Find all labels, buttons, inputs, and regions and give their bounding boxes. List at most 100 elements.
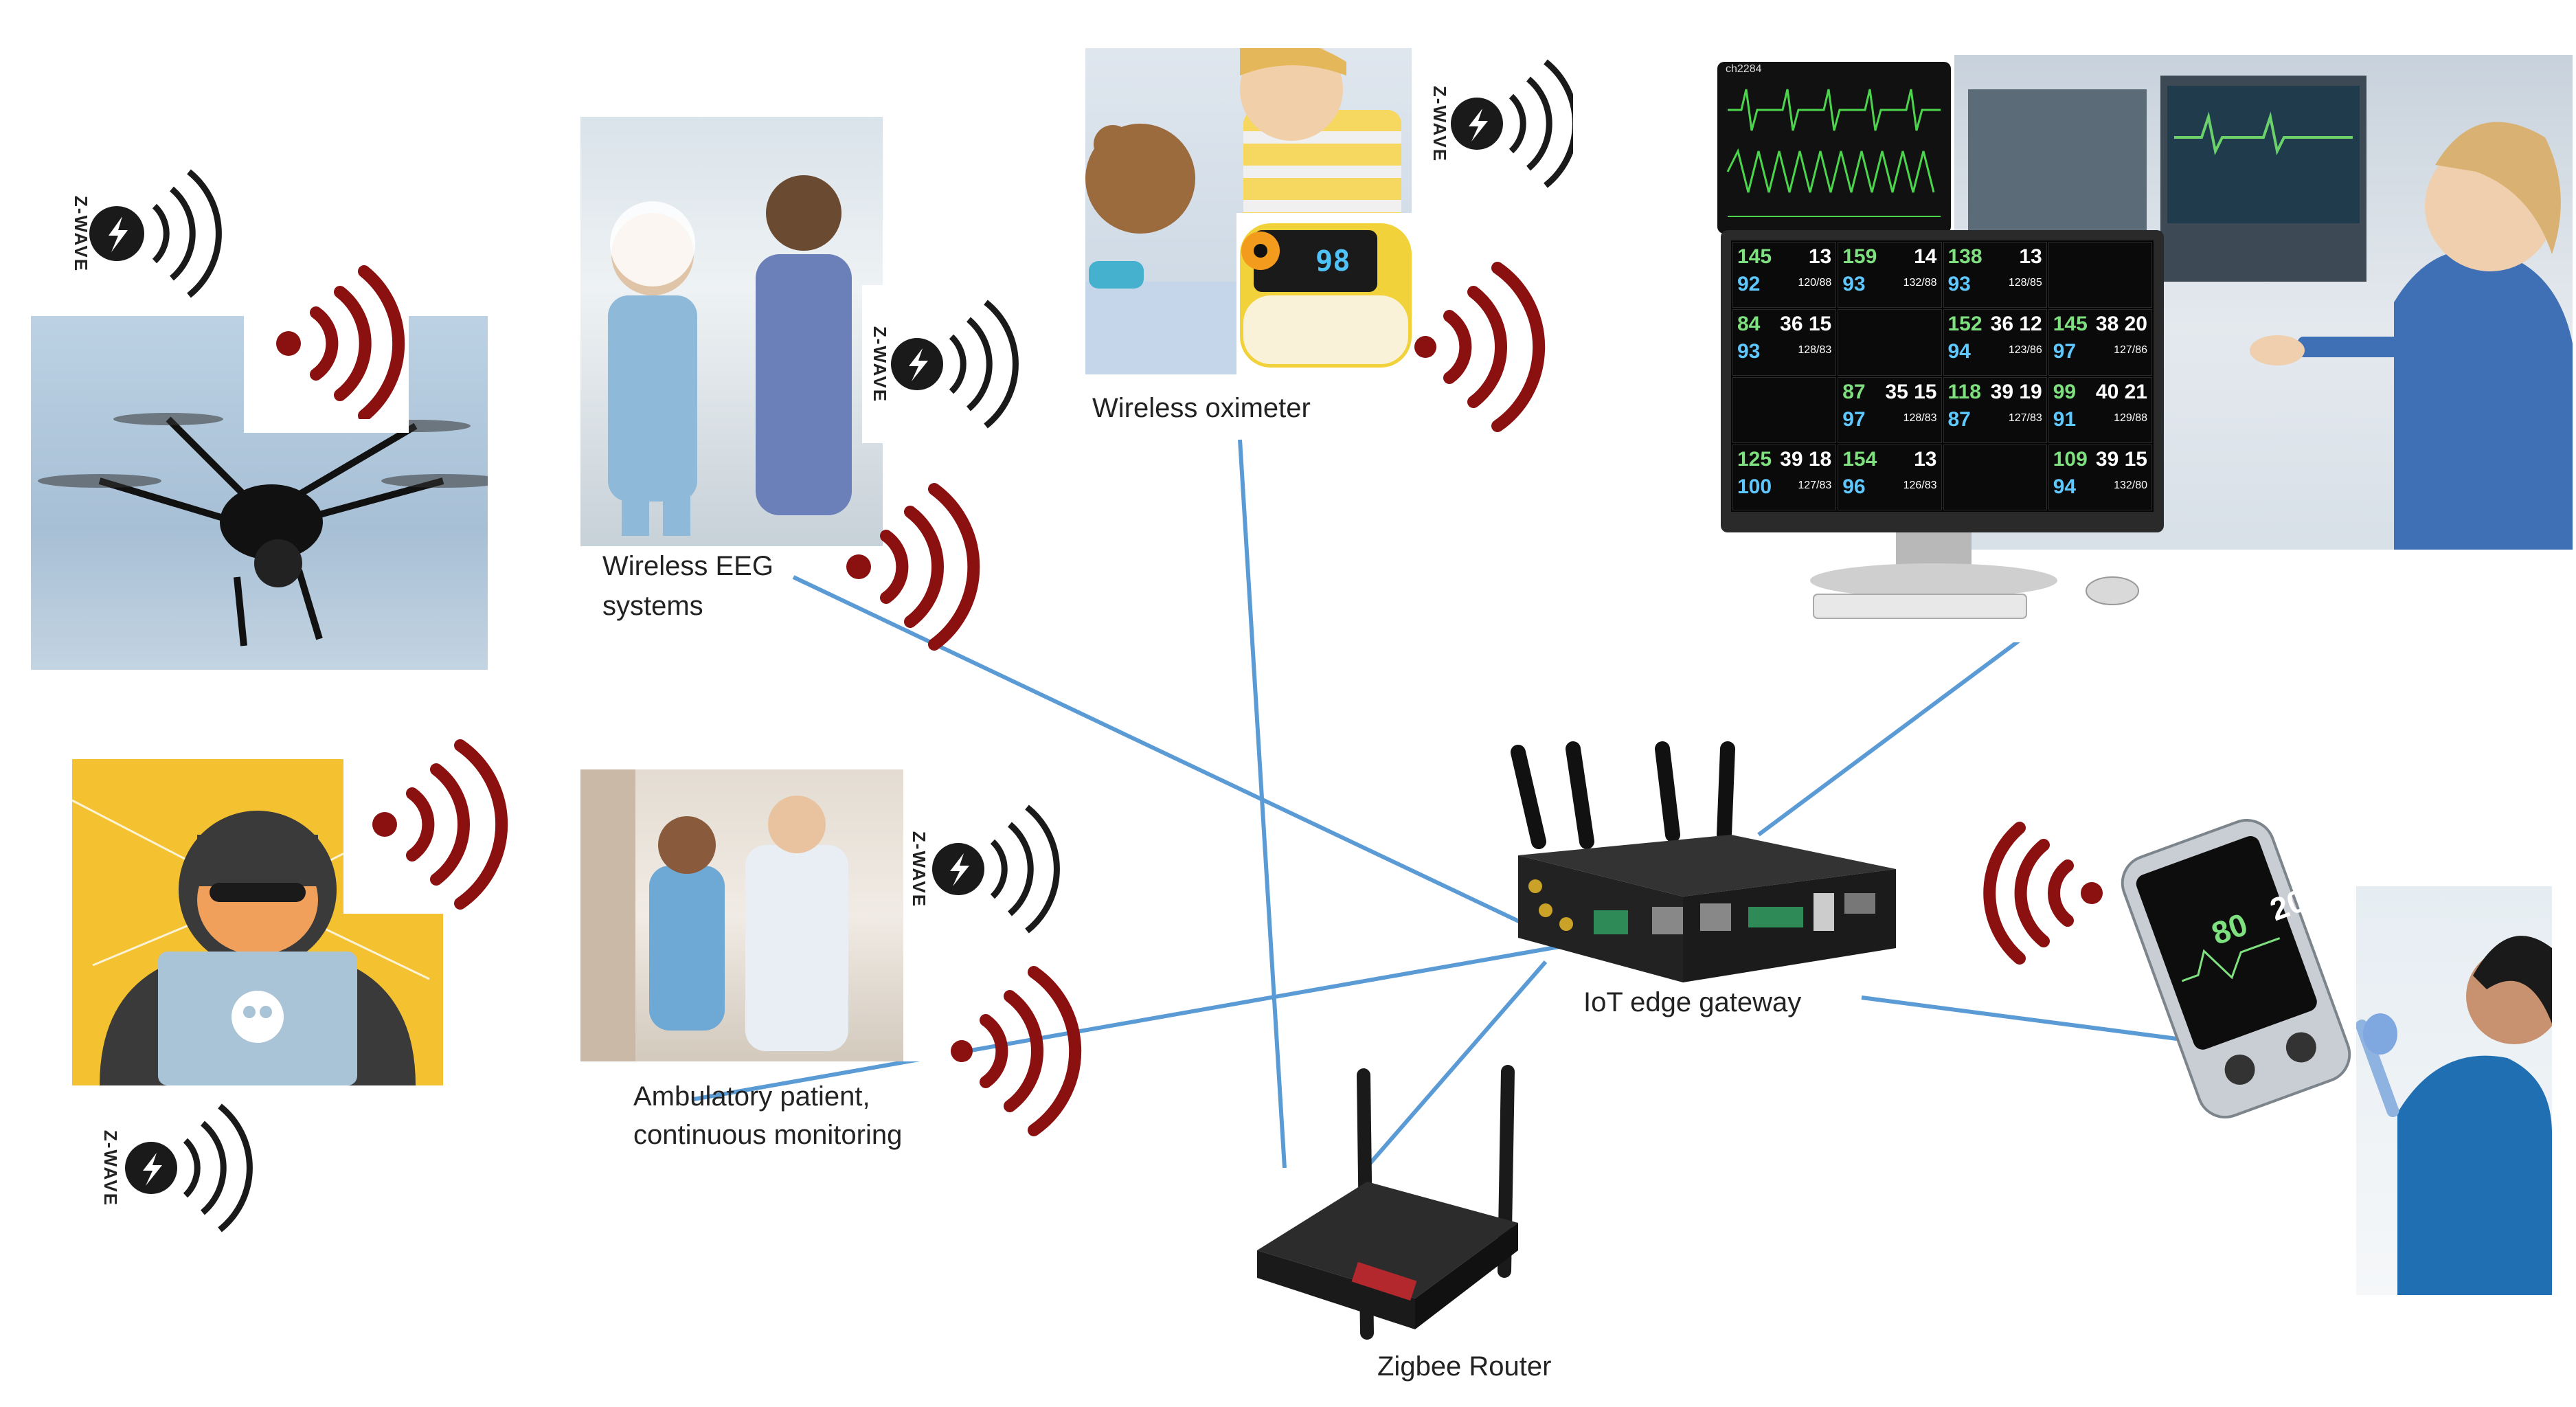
monitor-rr: 39 19 bbox=[1990, 380, 2042, 403]
monitor-grid: 145 13 92 120/88 159 14 93 132/88 138 13 93 128/85 8… bbox=[1732, 242, 2152, 510]
monitor-cell: 87 35 15 97 128/83 bbox=[1838, 376, 1942, 443]
zwave-badge-drone: Z-WAVE bbox=[69, 155, 227, 313]
zwave-text: Z-WAVE bbox=[1430, 85, 1451, 163]
monitor-cell-empty bbox=[1838, 309, 1942, 376]
monitor-cell-empty bbox=[2048, 242, 2152, 308]
link-eeg-gateway bbox=[792, 575, 1533, 930]
monitor-hr: 125 bbox=[1737, 447, 1772, 471]
wireless-icon-oximeter bbox=[1414, 262, 1546, 432]
zwave-badge-eeg: Z-WAVE bbox=[862, 285, 1027, 443]
zwave-badge-ambulatory: Z-WAVE bbox=[900, 790, 1068, 955]
gateway-label: IoT edge gateway bbox=[1583, 987, 1802, 1017]
eeg-label-line2: systems bbox=[602, 591, 703, 621]
wireless-icon-hacker bbox=[372, 739, 508, 910]
monitor-sp: 91 bbox=[2053, 407, 2077, 431]
oximeter-label: Wireless oximeter bbox=[1092, 393, 1311, 423]
monitor-cell: 118 39 19 87 127/83 bbox=[1943, 376, 2047, 443]
wireless-icon-drone bbox=[276, 265, 405, 419]
monitor-rr: 36 12 bbox=[1990, 313, 2042, 336]
monitor-bp: 127/86 bbox=[2114, 344, 2147, 357]
zwave-badge-hacker: Z-WAVE bbox=[93, 1092, 258, 1250]
iot-edge-gateway-device bbox=[1504, 739, 1910, 986]
monitor-bp: 132/88 bbox=[1903, 277, 1937, 289]
monitor-rr: 13 bbox=[1808, 245, 1832, 268]
zwave-text: Z-WAVE bbox=[909, 831, 930, 908]
monitor-sp: 93 bbox=[1737, 340, 1761, 363]
monitor-sp: 100 bbox=[1737, 475, 1772, 498]
link-ambulatory-gateway bbox=[693, 945, 1560, 1101]
monitor-sp: 97 bbox=[1842, 407, 1866, 431]
wave-bg-ambulatory bbox=[903, 769, 965, 1061]
monitor-rr: 36 15 bbox=[1780, 313, 1832, 336]
monitor-rr: 38 20 bbox=[2095, 313, 2147, 336]
monitor-bp: 120/88 bbox=[1798, 277, 1832, 289]
monitor-hr: 138 bbox=[1947, 245, 1982, 268]
monitor-bp: 127/83 bbox=[1798, 479, 1832, 491]
zigbee-router-device bbox=[1250, 1065, 1532, 1347]
monitor-bp: 128/85 bbox=[2008, 277, 2042, 289]
router-label: Zigbee Router bbox=[1377, 1351, 1552, 1382]
monitor-hr: 118 bbox=[1947, 380, 1981, 403]
monitor-tablet: ch2284 bbox=[1717, 62, 1951, 234]
zwave-text: Z-WAVE bbox=[870, 326, 891, 403]
monitor-rr: 13 bbox=[1914, 447, 1937, 471]
link-router-gateway bbox=[1358, 960, 1548, 1176]
eeg-label-line1: Wireless EEG bbox=[602, 551, 773, 581]
monitor-rr: 39 15 bbox=[2095, 447, 2147, 471]
monitor-bp: 127/83 bbox=[2008, 412, 2042, 424]
oximeter-reading: 98 bbox=[1315, 244, 1351, 278]
monitor-hr: 99 bbox=[2053, 380, 2077, 403]
monitor-hr: 152 bbox=[1947, 313, 1982, 336]
wireless-icon-eeg bbox=[846, 483, 980, 651]
monitor-sp: 97 bbox=[2053, 340, 2077, 363]
monitor-bp: 129/88 bbox=[2114, 412, 2147, 424]
zwave-text: Z-WAVE bbox=[71, 195, 92, 273]
monitor-hr: 84 bbox=[1737, 313, 1761, 336]
monitor-hr: 159 bbox=[1842, 245, 1877, 268]
monitor-sp: 92 bbox=[1737, 273, 1761, 295]
eeg-photo bbox=[580, 117, 883, 546]
monitor-rr: 13 bbox=[2019, 245, 2042, 268]
zwave-badge-oximeter: Z-WAVE bbox=[1415, 48, 1573, 213]
ambulatory-label-line1: Ambulatory patient, bbox=[633, 1081, 870, 1112]
monitor-bp: 128/83 bbox=[1903, 412, 1937, 424]
monitor-rr: 14 bbox=[1914, 245, 1937, 268]
monitor-hr: 145 bbox=[2053, 313, 2088, 336]
monitor-rr: 35 15 bbox=[1885, 380, 1937, 403]
wireless-icon-ambulatory bbox=[951, 966, 1082, 1136]
monitor-sp: 87 bbox=[1947, 407, 1971, 431]
central-monitor: 145 13 92 120/88 159 14 93 132/88 138 13 93 128/85 8… bbox=[1717, 230, 2171, 622]
monitor-bp: 132/80 bbox=[2114, 479, 2147, 491]
monitoring-station-photo: ch2284 145 13 92 120/88 159 14 93 132/88 138 13 93… bbox=[1717, 52, 2576, 642]
zwave-text: Z-WAVE bbox=[100, 1129, 122, 1207]
ambulatory-photo bbox=[580, 769, 965, 1061]
ambulatory-label-line2: continuous monitoring bbox=[633, 1120, 903, 1150]
monitor-rr: 40 21 bbox=[2095, 380, 2147, 403]
monitor-cell: 154 13 96 126/83 bbox=[1838, 444, 1942, 510]
monitor-sp: 94 bbox=[1947, 340, 1971, 363]
monitor-cell: 99 40 21 91 129/88 bbox=[2048, 376, 2152, 443]
monitor-tablet-title: ch2284 bbox=[1726, 63, 1762, 75]
monitor-hr: 109 bbox=[2053, 447, 2088, 471]
monitor-cell: 138 13 93 128/85 bbox=[1943, 242, 2047, 308]
monitor-sp: 93 bbox=[1947, 273, 1971, 295]
finger-clip-device bbox=[1089, 261, 1144, 289]
monitor-hr: 154 bbox=[1842, 447, 1877, 471]
nurse-photo bbox=[2356, 886, 2552, 1295]
monitor-cell: 145 38 20 97 127/86 bbox=[2048, 309, 2152, 376]
oximeter-device: 98 bbox=[1236, 213, 1419, 381]
monitor-cell-empty bbox=[1732, 376, 1837, 443]
monitor-cell-empty bbox=[1943, 444, 2047, 510]
link-oximeter-router bbox=[1238, 439, 1287, 1169]
monitor-hr: 87 bbox=[1842, 380, 1866, 403]
monitor-bp: 126/83 bbox=[1903, 479, 1937, 491]
handheld-monitor-device: 80 20 bbox=[2102, 818, 2370, 1120]
monitor-sp: 96 bbox=[1842, 475, 1866, 498]
